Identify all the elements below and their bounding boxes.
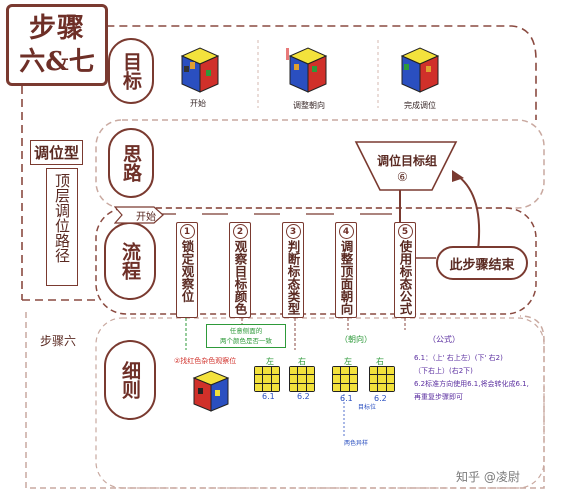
mark-left-a: 左 xyxy=(266,357,274,366)
section-process: 流程 xyxy=(104,222,156,300)
goal-cube-2 xyxy=(286,44,330,96)
step-5: 5 使用标态公式 xyxy=(394,222,416,318)
face-6-1-b xyxy=(289,366,315,392)
watermark: 知乎 @凌尉 xyxy=(456,470,520,484)
step-1-num: 1 xyxy=(179,224,195,239)
diff-arrow xyxy=(343,394,345,436)
target-group-label: 调位目标组 xyxy=(376,154,437,168)
type-6-2: 6.2 xyxy=(297,392,310,401)
mark-right-a: 右 xyxy=(298,357,306,366)
step-1-text: 锁定观察位 xyxy=(179,240,195,303)
step-2: 2 观察目标颜色 xyxy=(229,222,251,318)
target-group-funnel xyxy=(354,141,458,191)
formula-block: 6.1：（上' 右上左）(下' 右2) （下右上）(右2下) 6.2标准方向使用… xyxy=(414,352,544,404)
mark-left-b: 左 xyxy=(344,357,352,366)
type-label: 调位型 xyxy=(30,140,84,165)
section-goal-label: 目标 xyxy=(120,52,142,90)
type-6-1: 6.1 xyxy=(262,392,275,401)
side-color-note-line2: 两个颜色是否一致 xyxy=(220,337,272,345)
side-color-note: 任意侧面的 两个颜色是否一致 xyxy=(206,324,286,348)
formula-line4: 再重复步骤即可 xyxy=(414,393,463,401)
step-3: 3 判断标态类型 xyxy=(282,222,304,318)
diff-color-note: 两色异样 xyxy=(344,440,369,447)
goal-cube-3 xyxy=(398,44,442,96)
goal-cube-1 xyxy=(178,44,222,96)
side-color-note-line1: 任意侧面的 xyxy=(229,327,263,335)
end-node: 此步骤结束 xyxy=(436,246,528,280)
step-2-text: 观察目标颜色 xyxy=(232,240,248,315)
step-1: 1 锁定观察位 xyxy=(176,222,198,318)
start-label: 开始 xyxy=(136,212,156,223)
section-details-label: 细则 xyxy=(119,361,141,399)
target-group-num: ⑥ xyxy=(397,170,408,184)
section-thinking: 思路 xyxy=(108,128,154,198)
section-process-label: 流程 xyxy=(119,242,141,280)
step-5-num: 5 xyxy=(397,224,413,239)
step-3-num: 3 xyxy=(285,224,301,239)
type-orient-6-2: 6.2 xyxy=(374,394,387,403)
title-line1: 步骤 xyxy=(29,13,85,44)
step-4-text: 调整顶面朝向 xyxy=(338,240,354,315)
step-3-text: 判断标态类型 xyxy=(285,240,301,315)
title-line2: 六&七 xyxy=(19,47,95,77)
formula-label: （公式） xyxy=(428,335,460,344)
path-box: 顶层调位路径 xyxy=(46,168,78,286)
start-tag xyxy=(114,206,164,224)
formula-line3: 6.2标准方向使用6.1,将会转化成6.1, xyxy=(414,380,529,388)
goal-caption-2: 调整朝向 xyxy=(293,101,325,110)
step-4: 4 调整顶面朝向 xyxy=(335,222,357,318)
face-orient-a xyxy=(332,366,358,392)
step6-label: 步骤六 xyxy=(40,334,77,348)
section-details: 细则 xyxy=(104,340,156,420)
detail-cube xyxy=(190,368,232,414)
path-label: 顶层调位路径 xyxy=(53,173,71,263)
step-2-num: 2 xyxy=(232,224,248,239)
red-observe-note: ②找红色杂色观察位 xyxy=(174,357,237,365)
face-orient-b xyxy=(369,366,395,392)
goal-caption-3: 完成调位 xyxy=(404,101,436,110)
goal-caption-1: 开始 xyxy=(190,99,206,108)
formula-line1: 6.1：（上' 右上左）(下' 右2) xyxy=(414,354,503,362)
formula-line2: （下右上）(右2下) xyxy=(414,367,473,375)
face-6-1-a xyxy=(254,366,280,392)
title-box: 步骤 六&七 xyxy=(6,4,108,86)
step-4-num: 4 xyxy=(338,224,354,239)
target-position-note: 目标位 xyxy=(358,404,377,411)
section-goal: 目标 xyxy=(108,38,154,104)
step-5-text: 使用标态公式 xyxy=(397,240,413,315)
section-thinking-label: 思路 xyxy=(120,144,142,182)
orientation-label: （朝向） xyxy=(340,335,372,344)
mark-right-b: 右 xyxy=(376,357,384,366)
type-orient-6-1: 6.1 xyxy=(340,394,353,403)
